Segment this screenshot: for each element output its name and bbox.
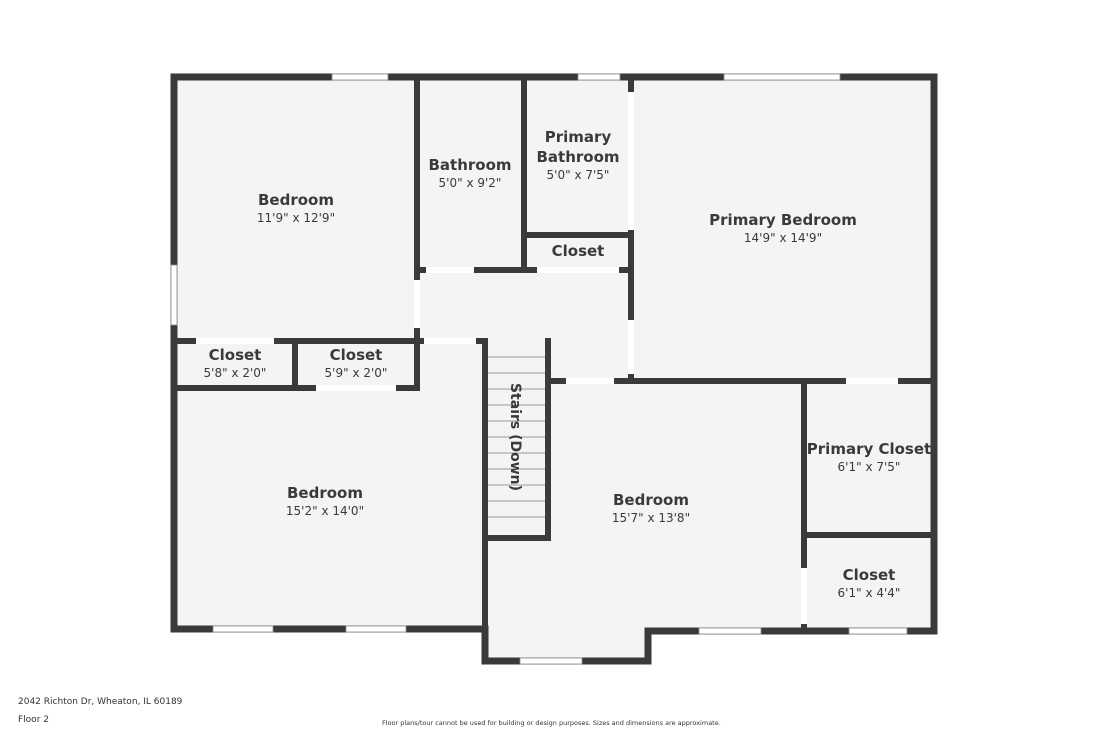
room-dims-primary-closet: 6'1" x 7'5" <box>838 460 901 474</box>
door-opening <box>628 320 634 374</box>
door-opening <box>566 378 614 384</box>
door-opening <box>414 280 420 328</box>
room-dims-closet-se: 6'1" x 4'4" <box>838 586 901 600</box>
exterior-wall <box>170 73 938 665</box>
room-name-primary-bedroom: Primary Bedroom <box>709 211 857 229</box>
window <box>577 73 621 81</box>
room-name-closet-mid: Closet <box>330 346 383 364</box>
door-opening <box>846 378 898 384</box>
room-name-bathroom: Bathroom <box>428 156 511 174</box>
window <box>331 73 389 81</box>
window <box>723 73 841 81</box>
address-text: 2042 Richton Dr, Wheaton, IL 60189 <box>18 697 183 707</box>
windows <box>170 73 908 665</box>
room-name-closet-se: Closet <box>843 566 896 584</box>
room-dims-bathroom: 5'0" x 9'2" <box>439 176 502 190</box>
room-name-primary-bathroom-line2: Bathroom <box>536 148 619 166</box>
door-openings <box>196 92 898 624</box>
disclaimer-text: Floor plans/tour cannot be used for buil… <box>382 719 721 727</box>
room-name-bedroom-nw: Bedroom <box>258 191 334 209</box>
room-dims-bedroom-s: 15'7" x 13'8" <box>612 511 690 525</box>
window <box>345 625 407 633</box>
window <box>698 627 762 635</box>
room-name-bedroom-sw: Bedroom <box>287 484 363 502</box>
door-opening <box>426 267 474 273</box>
door-opening <box>628 92 634 230</box>
door-opening <box>316 385 396 391</box>
room-dims-bedroom-nw: 11'9" x 12'9" <box>257 211 335 225</box>
window <box>170 264 178 326</box>
window <box>519 657 583 665</box>
room-dims-closet-mid: 5'9" x 2'0" <box>325 366 388 380</box>
room-name-closet-left: Closet <box>209 346 262 364</box>
room-dims-primary-bedroom: 14'9" x 14'9" <box>744 231 822 245</box>
room-dims-bedroom-sw: 15'2" x 14'0" <box>286 504 364 518</box>
door-opening <box>424 338 476 344</box>
door-opening <box>537 267 619 273</box>
window <box>848 627 908 635</box>
room-name-closet-center: Closet <box>552 242 605 260</box>
stairs <box>488 356 545 518</box>
floor-label: Floor 2 <box>18 715 49 725</box>
door-opening <box>196 338 274 344</box>
door-opening <box>801 568 807 624</box>
room-name-primary-closet: Primary Closet <box>807 440 931 458</box>
window <box>212 625 274 633</box>
room-name-primary-bathroom-line1: Primary <box>545 128 612 146</box>
stairs-label: Stairs (Down) <box>507 383 523 491</box>
room-name-bedroom-s: Bedroom <box>613 491 689 509</box>
room-dims-primary-bathroom: 5'0" x 7'5" <box>547 168 610 182</box>
room-dims-closet-left: 5'8" x 2'0" <box>204 366 267 380</box>
floor-area <box>174 77 934 661</box>
